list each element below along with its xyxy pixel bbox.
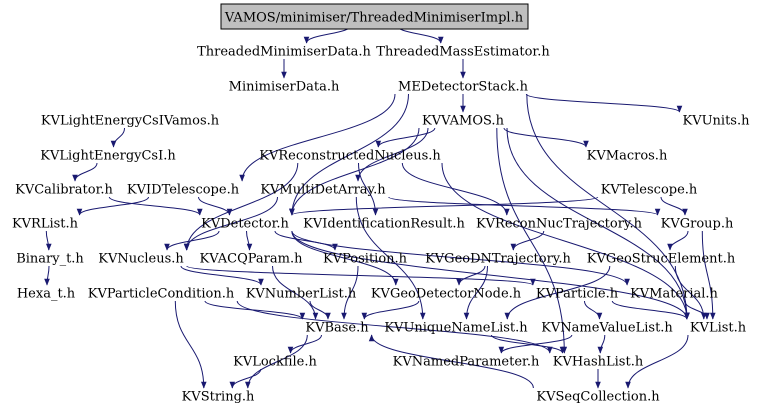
node-kvseqcollection-h[interactable]: KVSeqCollection.h <box>536 390 660 405</box>
edge-kvtelescope-h-to-kvgroup-h <box>660 196 688 216</box>
node-kvidtelescope-h[interactable]: KVIDTelescope.h <box>127 183 240 198</box>
edge-kvdetector-h-to-kvposition-h <box>274 230 338 251</box>
edge-kvmultidetarray-h-to-kvuniquenamelist-h <box>355 196 426 320</box>
edge-kvmultidetarray-h-to-kvgroup-h <box>388 196 661 216</box>
node-kvrlist-h[interactable]: KVRList.h <box>12 217 79 232</box>
edge-kvgeodntrajectory-h-to-kvuniquenamelist-h <box>463 265 488 320</box>
node-kvacqparam-h[interactable]: KVACQParam.h <box>200 252 304 267</box>
edge-kvgeostrucelement-h-to-kvuniquenamelist-h <box>504 265 611 320</box>
node-kvnamevaluelist-h[interactable]: KVNameValueList.h <box>541 321 673 336</box>
edge-kvmultidetarray-h-to-kvnucleus-h <box>183 196 278 251</box>
node-binary-t-h[interactable]: Binary_t.h <box>16 252 84 267</box>
edge-kvreconstructednucleus-h-to-kvreconnuctrajectory-h <box>401 162 510 216</box>
node-kvlist-h[interactable]: KVList.h <box>690 321 747 336</box>
edge-kvvamos-h-to-kvreconstructednucleus-h <box>375 127 436 148</box>
node-kvgroup-h[interactable]: KVGroup.h <box>661 217 734 232</box>
node-minimiserdata-h[interactable]: MinimiserData.h <box>229 80 340 95</box>
node-kvparticle-h[interactable]: KVParticle.h <box>536 287 619 302</box>
node-kvbase-h[interactable]: KVBase.h <box>305 321 369 336</box>
edge-kvidtelescope-h-to-kvrlist-h <box>76 196 149 216</box>
nodes: VAMOS/minimiser/ThreadedMinimiserImpl.hT… <box>12 11 750 405</box>
edge-kvmaterial-h-to-kvlist-h <box>684 300 710 320</box>
node-kvreconnuctrajectory-h[interactable]: KVReconNucTrajectory.h <box>476 217 643 232</box>
edge-kvvamos-h-to-kvmultidetarray-h <box>355 127 429 182</box>
node-kvtelescope-h[interactable]: KVTelescope.h <box>601 183 698 198</box>
edge-kvparticlecondition-h-to-kvstring-h <box>174 300 207 389</box>
edge-kvrlist-h-to-binary-t-h <box>45 230 52 251</box>
node-kvidentificationresult-h[interactable]: KVIdentificationResult.h <box>303 217 465 232</box>
edge-kvcalibrator-h-to-kvdetector-h <box>108 196 203 216</box>
edge-kvvamos-h-to-kvhashlist-h <box>496 127 568 354</box>
node-kvcalibrator-h[interactable]: KVCalibrator.h <box>15 183 113 198</box>
node-kvgeodntrajectory-h[interactable]: KVGeoDNTrajectory.h <box>425 252 571 267</box>
edge-kvlockfile-h-to-kvstring-h <box>229 368 262 389</box>
node-kvnamedparameter-h[interactable]: KVNamedParameter.h <box>393 355 540 370</box>
edge-kvdetector-h-to-kvlist-h <box>291 230 690 320</box>
edge-kvacqparam-h-to-kvbase-h <box>272 265 319 320</box>
edge-kvvamos-h-to-kvmacros-h <box>503 127 589 148</box>
edge-kvnumberlist-h-to-kvbase-h <box>309 300 331 320</box>
edge-kvgroup-h-to-kvgeostrucelement-h <box>667 230 689 251</box>
edge-kvreconstructednucleus-h-to-kvnucleus-h <box>184 162 299 251</box>
edge-medetectorstack-h-to-kvidtelescope-h <box>239 93 396 182</box>
node-kvhashlist-h[interactable]: KVHashList.h <box>553 355 644 370</box>
edge-kvdetector-h-to-kvnucleus-h <box>164 230 220 251</box>
node-kvvamos-h[interactable]: KVVAMOS.h <box>422 114 505 129</box>
edge-kvgeodetectornode-h-to-kvbase-h <box>361 300 420 320</box>
edge-kvgroup-h-to-kvlist-h <box>701 230 716 320</box>
edge-kvlightenergycsi-h-to-kvcalibrator-h <box>72 162 98 182</box>
edge-kvlightenergycsivamos-h-to-kvlightenergycsi-h <box>110 127 125 148</box>
edge-kvnucleus-h-to-kvparticle-h <box>186 265 536 286</box>
edge-kvgeodntrajectory-h-to-kvgeodetectornode-h <box>456 265 486 286</box>
node-hexa-t-h[interactable]: Hexa_t.h <box>17 287 76 302</box>
node-medetectorstack-h[interactable]: MEDetectorStack.h <box>398 80 529 95</box>
edge-kvlist-h-to-kvseqcollection-h <box>625 334 689 389</box>
edge-binary-t-h-to-hexa-t-h <box>44 265 50 286</box>
node-threadedmassestimator-h[interactable]: ThreadedMassEstimator.h <box>376 45 550 60</box>
node-kvdetector-h[interactable]: KVDetector.h <box>201 217 289 232</box>
root-node-box <box>220 3 529 30</box>
edge-kvreconstructednucleus-h-to-kvlist-h <box>441 162 690 320</box>
node-kvposition-h[interactable]: KVPosition.h <box>323 252 408 267</box>
edge-kvdetector-h-to-kvmaterial-h <box>291 230 630 286</box>
node-kvstring-h[interactable]: KVString.h <box>182 390 255 405</box>
edge-kvvamos-h-to-kvdetector-h <box>289 127 420 216</box>
node-kvnucleus-h[interactable]: KVNucleus.h <box>98 252 184 267</box>
node-kvuniquenamelist-h[interactable]: KVUniqueNameList.h <box>384 321 528 336</box>
edge-kvidtelescope-h-to-kvdetector-h <box>198 196 233 216</box>
edge-kvtelescope-h-to-kvdetector-h <box>289 196 599 216</box>
edge-kvbase-h-to-kvstring-h <box>245 334 308 389</box>
node-kvlockfile-h[interactable]: KVLockfile.h <box>233 355 317 370</box>
node-vamos-minimiser-threadedminimiserimpl-h[interactable]: VAMOS/minimiser/ThreadedMinimiserImpl.h <box>224 11 524 26</box>
node-kvnumberlist-h[interactable]: KVNumberList.h <box>246 287 357 302</box>
edge-kvnucleus-h-to-kvnumberlist-h <box>180 265 264 286</box>
edge-kvvamos-h-to-kvlist-h <box>506 127 690 320</box>
edges <box>44 24 716 389</box>
node-kvunits-h[interactable]: KVUnits.h <box>683 114 751 129</box>
edge-kvuniquenamelist-h-to-kvhashlist-h <box>491 334 566 354</box>
node-kvlightenergycsi-h[interactable]: KVLightEnergyCsI.h <box>40 149 176 164</box>
node-kvmacros-h[interactable]: KVMacros.h <box>587 149 668 164</box>
edge-medetectorstack-h-to-kvunits-h <box>525 93 683 113</box>
node-kvlightenergycsivamos-h[interactable]: KVLightEnergyCsIVamos.h <box>41 114 220 129</box>
edge-medetectorstack-h-to-kvdetector-h <box>289 93 409 216</box>
edge-kvseqcollection-h-to-kvbase-h <box>368 334 534 389</box>
edge-kvreconnuctrajectory-h-to-kvgeodntrajectory-h <box>510 230 545 251</box>
node-kvgeodetectornode-h[interactable]: KVGeoDetectorNode.h <box>371 287 522 302</box>
edge-kvbase-h-to-kvlockfile-h <box>287 334 322 354</box>
node-kvreconstructednucleus-h[interactable]: KVReconstructedNucleus.h <box>259 149 441 164</box>
node-kvmultidetarray-h[interactable]: KVMultiDetArray.h <box>260 183 386 198</box>
node-kvmaterial-h[interactable]: KVMaterial.h <box>630 287 718 302</box>
edge-kvdetector-h-to-kvacqparam-h <box>246 230 253 251</box>
edge-kvgeostrucelement-h-to-kvlist-h <box>674 265 707 320</box>
edge-kvposition-h-to-kvbase-h <box>341 265 359 320</box>
node-kvgeostrucelement-h[interactable]: KVGeoStrucElement.h <box>587 252 736 267</box>
edge-kvnamevaluelist-h-to-kvnamedparameter-h <box>498 334 573 354</box>
node-kvparticlecondition-h[interactable]: KVParticleCondition.h <box>88 287 235 302</box>
edge-kvparticle-h-to-kvlist-h <box>611 300 690 320</box>
node-threadedminimiserdata-h[interactable]: ThreadedMinimiserData.h <box>197 45 371 60</box>
edge-kvparticle-h-to-kvnamevaluelist-h <box>584 300 603 320</box>
edge-kvnamevaluelist-h-to-kvhashlist-h <box>597 334 606 354</box>
